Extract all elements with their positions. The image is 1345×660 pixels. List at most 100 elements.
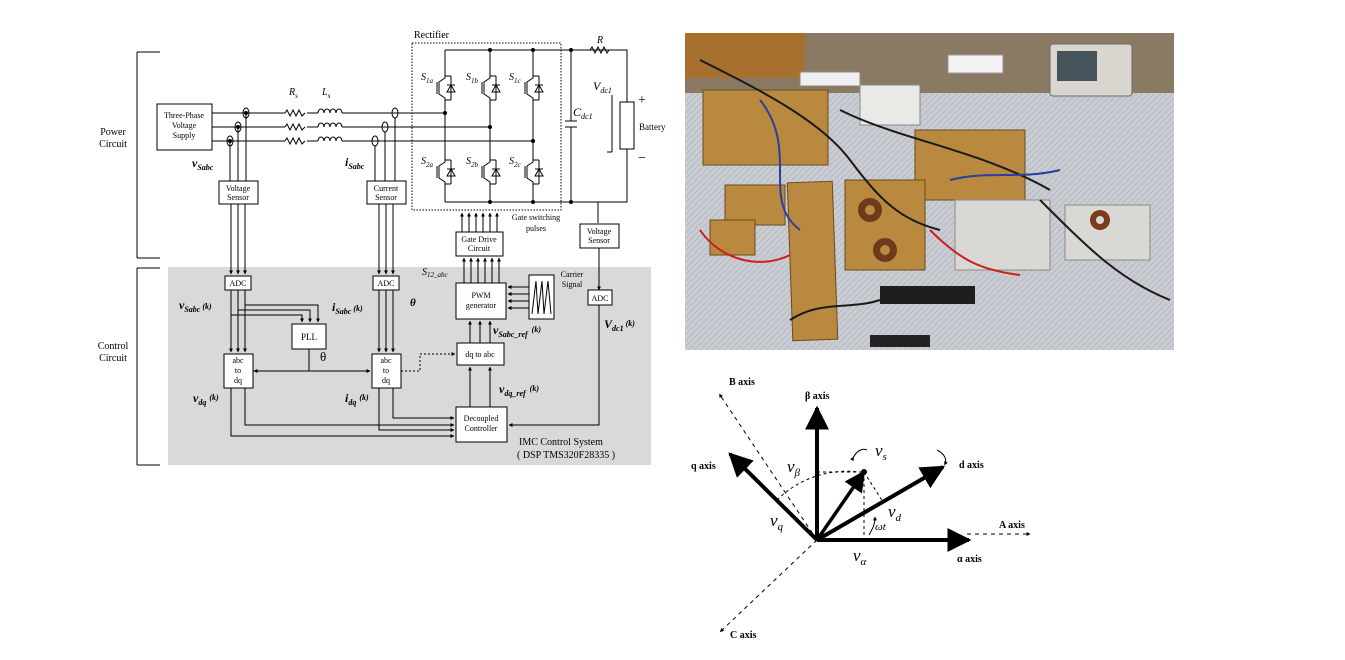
vdq-label: vdq(k)	[193, 391, 219, 407]
three-phase-supply-box	[156, 103, 213, 151]
switch-label-2a: S2a	[421, 156, 434, 169]
switch-1c: S1c	[509, 68, 544, 108]
decoupled-controller-box	[455, 406, 508, 443]
switch-label-1a: S1a	[421, 72, 434, 85]
abc-to-dq-current-box	[371, 353, 402, 389]
theta-to-dq-abc	[401, 352, 456, 372]
dc-bus-top	[445, 49, 628, 60]
carrier-arrows	[507, 285, 529, 310]
inductor-ls	[317, 108, 343, 142]
switch-label-1c: S1c	[509, 72, 522, 85]
idq-label: idq(k)	[345, 391, 369, 407]
vdq-ref-label: vdq_ref(k)	[499, 382, 539, 398]
dq-to-abc-label: dq to abc	[465, 350, 495, 359]
rectifier-label: Rectifier	[414, 30, 450, 41]
s12abc-label: S12_abc	[422, 267, 449, 279]
d-axis-line	[815, 465, 946, 542]
dc-voltage-sensor-box	[579, 223, 620, 249]
alpha-axis-label: α axis	[957, 554, 982, 565]
gate-pulse-arrows	[460, 212, 499, 232]
switch-label-2c: S2c	[509, 156, 522, 169]
sensor-to-adc-arrows	[229, 204, 395, 275]
switch-2c: S2c	[509, 152, 544, 192]
switch-1b: S1b	[466, 68, 501, 108]
theta-italic-label: θ	[410, 297, 416, 309]
vector-diagram: B axis β axis q axis d axis A axis α axi…	[691, 377, 1031, 641]
switch-label-1b: S1b	[466, 72, 479, 85]
cdc1-label: Cdc1	[573, 105, 593, 121]
vbeta-label: vβ	[787, 457, 801, 479]
pll-label: PLL	[301, 332, 317, 342]
c-axis-label: C axis	[730, 630, 757, 641]
q-axis-label: q axis	[691, 461, 716, 472]
adc-dc-box	[587, 289, 613, 306]
vs-vector	[815, 470, 866, 541]
carrier-waveform	[531, 280, 552, 315]
vdc1-k-label: Vdc1(k)	[604, 317, 635, 333]
ls-label: Ls	[321, 87, 331, 100]
c-axis-line	[719, 539, 818, 633]
switch-1a: S1a	[421, 68, 456, 108]
a-axis-label: A axis	[999, 520, 1025, 531]
imc-title: IMC Control System	[519, 437, 603, 448]
switch-2a: S2a	[421, 152, 456, 192]
dc-bus-bottom	[445, 185, 628, 203]
current-taps	[371, 107, 399, 181]
isabc-label: iSabc	[345, 155, 365, 171]
vsabc-ref-label: vSabc_ref(k)	[493, 323, 541, 339]
wt-label: ωt	[875, 521, 887, 533]
q-axis-line	[728, 452, 819, 542]
power-circuit-bracket	[136, 51, 160, 259]
beta-axis-label: β axis	[805, 391, 830, 402]
switch-label-2b: S2b	[466, 156, 479, 169]
resistor-rs	[284, 108, 306, 146]
dqabc-to-pwm-arrows	[468, 320, 492, 343]
r-load-label: R	[596, 35, 603, 46]
vq-label: vq	[770, 511, 784, 533]
abc-to-dq-voltage-box	[223, 353, 254, 389]
adc-voltage-label: ADC	[230, 279, 247, 288]
b-axis-label: B axis	[729, 377, 755, 388]
pwm-to-gate-arrows	[462, 257, 501, 283]
b-axis-line	[719, 393, 818, 541]
gate-drive-box	[455, 231, 504, 257]
adc-to-transform-arrows	[229, 290, 395, 353]
adc-dc-label: ADC	[592, 294, 609, 303]
valpha-label: vα	[853, 546, 867, 568]
voltage-taps	[226, 107, 250, 182]
vsabc-k-label: vSabc(k)	[179, 298, 212, 314]
vs-label: vs	[875, 441, 887, 463]
imc-dsp: ( DSP TMS320F28335 )	[517, 450, 615, 461]
load-resistor	[589, 45, 610, 55]
plus-sign: +	[638, 93, 646, 108]
hardware-photo	[685, 33, 1174, 350]
d-axis-label: d axis	[959, 460, 984, 471]
vdc1-label: Vdc1	[593, 79, 612, 95]
switch-2b: S2b	[466, 152, 501, 192]
vsabc-label: vSabc	[192, 156, 214, 172]
controller-wiring	[230, 305, 600, 438]
battery-box	[619, 101, 635, 150]
switch-legs	[443, 48, 573, 204]
rs-label: Rs	[288, 87, 298, 100]
battery-label: Battery	[639, 122, 666, 132]
isabc-k-label: iSabc(k)	[332, 300, 363, 316]
theta-label: θ	[320, 349, 326, 364]
adc-current-label: ADC	[378, 279, 395, 288]
